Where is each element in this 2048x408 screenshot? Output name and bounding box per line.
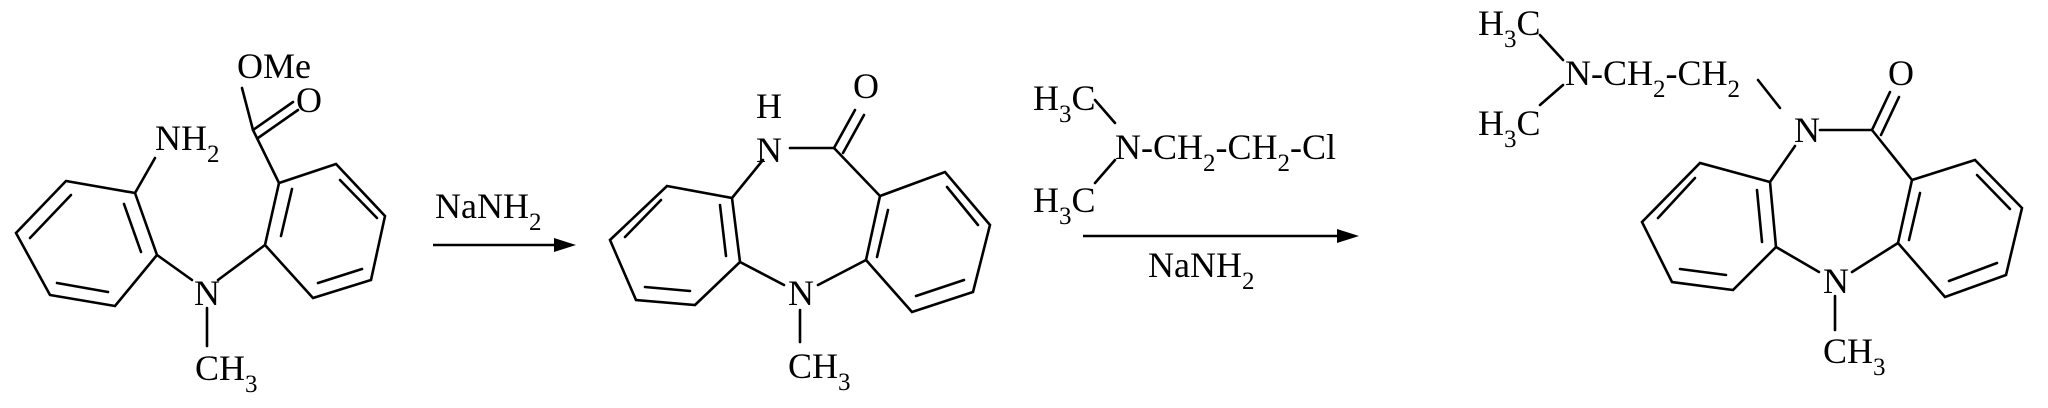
compound-2-n-left-bond (738, 260, 786, 287)
step-2-methyl-a-bond (1093, 98, 1117, 125)
compound-3-right-ring-double-2 (1947, 261, 1999, 283)
compound-3-methyl-a: H3C (1478, 3, 1541, 53)
compound-1-n-atom: N (194, 273, 220, 313)
step-2-reagent-structure (1093, 98, 1117, 185)
step-1-reagent: NaNH2 (435, 186, 541, 236)
compound-2-nh-n: N (756, 130, 782, 170)
compound-2-structure (608, 108, 992, 344)
compound-1-carbonyl-o: O (296, 80, 322, 120)
compound-2-nh-h: H (756, 86, 782, 126)
compound-1-left-ring-double-3 (122, 202, 143, 254)
compound-2-left-ring-double-3 (718, 203, 728, 258)
compound-2-carbonyl-double-2 (841, 113, 866, 155)
compound-1-carbonyl-double-1 (251, 100, 295, 132)
compound-3-right-ring-double-3 (1907, 191, 1922, 242)
compound-2-n-right-bond (816, 258, 868, 287)
compound-3-n-left-bond (1774, 245, 1821, 274)
compound-1-nh2-bond (133, 156, 157, 195)
compound-2-right-ring-double-3 (875, 208, 890, 259)
compound-1-right-ring-double-2 (338, 178, 379, 220)
compound-1-right-ring-double-3 (316, 267, 364, 285)
compound-3-chain: N-CH2-CH2 (1565, 53, 1740, 103)
compound-3-carbonyl-ring-bond (1870, 128, 1914, 182)
compound-1-n-right-bond (216, 243, 267, 282)
compound-3-left-ring-n-bond (1768, 144, 1797, 184)
compound-2-n-atom: N (788, 273, 814, 313)
compound-1-right-ring-double-1 (279, 187, 294, 238)
step-2-methyl-a: H3C (1033, 78, 1096, 128)
compound-1-ester-label: OMe (237, 46, 311, 86)
compound-3-n-right-bond (1850, 241, 1900, 274)
step-2-methyl-b: H3C (1033, 180, 1096, 230)
compound-3-left-ring (1640, 161, 1778, 292)
compound-3-carbonyl-double-2 (1879, 95, 1901, 137)
compound-3-methyl-b-bond (1538, 83, 1565, 107)
compound-3-methyl-label: CH3 (1823, 331, 1886, 381)
compound-1-carbonyl-double-2 (256, 108, 300, 140)
compound-3-right-ring-double-1 (1975, 173, 2012, 211)
compound-1-ester-o-bond (240, 86, 255, 132)
compound-3-left-ring-double-3 (1755, 188, 1764, 244)
compound-1-nh2-label: NH2 (155, 118, 220, 168)
step-2-reagent-bottom: NaNH2 (1148, 245, 1254, 295)
compound-2-carbonyl-ring-bond (832, 146, 882, 198)
compound-2-left-ring-double-1 (623, 198, 663, 239)
compound-3-left-ring-double-2 (1678, 267, 1728, 277)
compound-1-left-ring-double-2 (55, 281, 110, 294)
step-1-arrow-head (554, 238, 576, 252)
compound-3-ring-n-top: N (1794, 110, 1820, 150)
compound-2-right-ring-double-2 (914, 278, 966, 298)
compound-3-chain-n-bond (1756, 78, 1782, 110)
step-2-chain: N-CH2-CH2-Cl (1115, 127, 1336, 177)
compound-3-methyl-b: H3C (1478, 103, 1541, 153)
compound-3-left-ring-double-1 (1656, 176, 1697, 220)
compound-1-n-left-bond (155, 253, 194, 282)
compound-2-carbonyl-o: O (853, 66, 879, 106)
compound-3-n-atom: N (1823, 261, 1849, 301)
compound-3-carbonyl-double-1 (1870, 90, 1892, 132)
compound-1-structure (14, 86, 387, 348)
compound-1-methyl-label: CH3 (195, 348, 258, 398)
compound-1-left-ring-double-1 (28, 193, 73, 240)
compound-2-methyl-label: CH3 (788, 346, 851, 396)
compound-2-carbonyl-double-1 (832, 108, 857, 150)
compound-3-structure (1538, 33, 2024, 332)
compound-2-nh-left-bond (730, 158, 765, 200)
compound-2-left-ring-double-2 (643, 285, 692, 293)
compound-2-right-ring-double-1 (945, 185, 980, 227)
compound-3-carbonyl-o: O (1888, 53, 1914, 93)
compound-3-methyl-a-bond (1538, 33, 1565, 62)
step-2-methyl-b-bond (1093, 158, 1117, 185)
step-2-arrow-head (1337, 229, 1359, 243)
